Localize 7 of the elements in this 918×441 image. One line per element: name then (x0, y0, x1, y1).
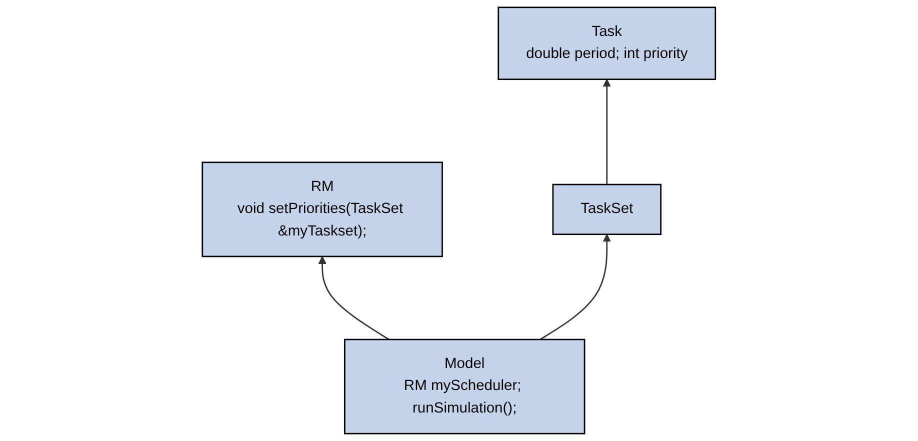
arrow (602, 78, 612, 184)
node-box: RM void setPriorities(TaskSet &myTaskset); (202, 162, 444, 258)
node-box: Model RM myScheduler; runSimulation(); (344, 338, 586, 434)
node-box: TaskSet (552, 184, 662, 236)
arrow (540, 234, 612, 340)
node-box: Task double period; int priority (498, 6, 716, 80)
arrow (318, 256, 390, 340)
